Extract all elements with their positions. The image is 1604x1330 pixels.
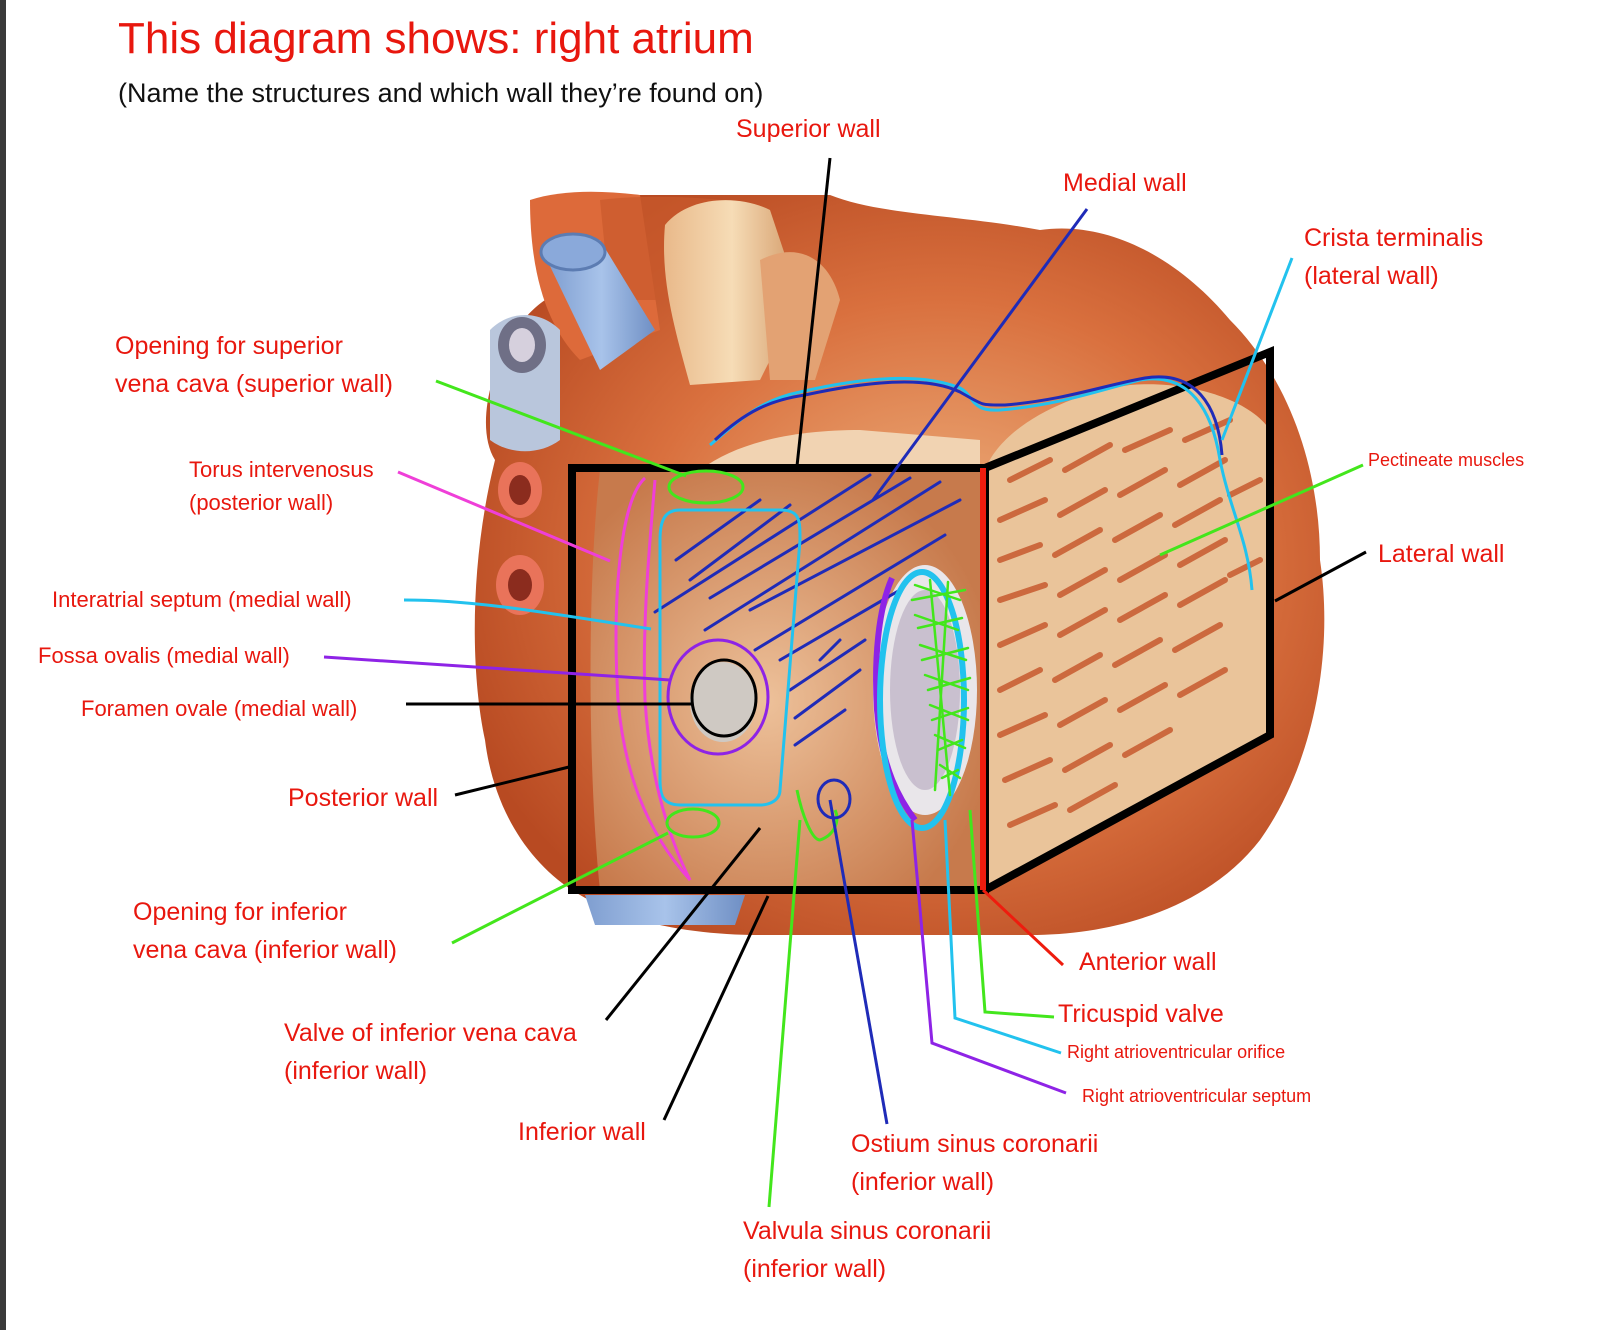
label-ostium-line1: Ostium sinus coronarii: [851, 1130, 1099, 1158]
label-crista-terminalis-line2: (lateral wall): [1304, 262, 1439, 290]
label-ivc-valve-line1: Valve of inferior vena cava: [284, 1019, 577, 1047]
diagram-title: This diagram shows: right atrium: [118, 14, 754, 63]
superior-vena-cava: [490, 232, 655, 452]
label-valvula-line2: (inferior wall): [743, 1255, 887, 1283]
label-anterior-wall: Anterior wall: [1079, 948, 1217, 976]
label-tricuspid-valve: Tricuspid valve: [1058, 1000, 1224, 1028]
av-septum-outline: [873, 576, 918, 822]
label-torus-line1: Torus intervenosus: [189, 457, 374, 482]
label-ostium-line2: (inferior wall): [851, 1168, 995, 1196]
label-valvula-line1: Valvula sinus coronarii: [743, 1217, 992, 1245]
medial-wall-hatching: [653, 473, 962, 747]
fossa-ovalis-outline: [666, 638, 770, 756]
label-torus-line2: (posterior wall): [189, 490, 334, 515]
label-ivc-opening-line1: Opening for inferior: [133, 898, 348, 926]
label-ivc-opening-line2: vena cava (inferior wall): [133, 936, 397, 964]
atrium-interior: [590, 430, 980, 890]
label-right-av-septum: Right atrioventricular septum: [1082, 1086, 1312, 1106]
crista-terminalis-outline: [709, 375, 1254, 591]
label-interatrial-septum: Interatrial septum (medial wall): [52, 587, 352, 612]
lateral-wall-flap: [985, 384, 1270, 890]
label-superior-wall: Superior wall: [736, 115, 881, 143]
label-posterior-wall: Posterior wall: [288, 784, 439, 812]
label-foramen-ovale: Foramen ovale (medial wall): [81, 696, 358, 721]
diagram-subtitle: (Name the structures and which wall they…: [118, 78, 764, 108]
label-svc-opening-line2: vena cava (superior wall): [115, 370, 393, 398]
label-right-av-orifice: Right atrioventricular orifice: [1067, 1042, 1286, 1062]
label-crista-terminalis-line1: Crista terminalis: [1304, 224, 1484, 252]
window-edge-bar: [0, 0, 6, 1330]
tricuspid-scribble: [910, 578, 972, 797]
svc-opening-outline: [667, 469, 745, 505]
label-pectineate-muscles: Pectineate muscles: [1368, 450, 1525, 470]
torus-intervenosus-outline: [614, 476, 692, 882]
interatrial-septum-outline: [658, 508, 802, 807]
label-fossa-ovalis: Fossa ovalis (medial wall): [38, 643, 290, 668]
ivc-opening-outline: [665, 807, 721, 839]
leader-lines: [323, 157, 1367, 1208]
label-lateral-wall: Lateral wall: [1378, 540, 1505, 568]
label-svc-opening-line1: Opening for superior: [115, 332, 343, 360]
inferior-vena-cava-stump: [585, 895, 745, 925]
label-inferior-wall: Inferior wall: [518, 1118, 646, 1146]
aorta: [664, 200, 840, 385]
foramen-ovale-outline: [690, 658, 758, 738]
label-ivc-valve-line2: (inferior wall): [284, 1057, 428, 1085]
valvula-sinus-outline: [795, 789, 839, 842]
label-medial-wall: Medial wall: [1063, 169, 1187, 197]
av-orifice-outline: [877, 569, 967, 831]
pulmonary-veins: [496, 462, 544, 615]
